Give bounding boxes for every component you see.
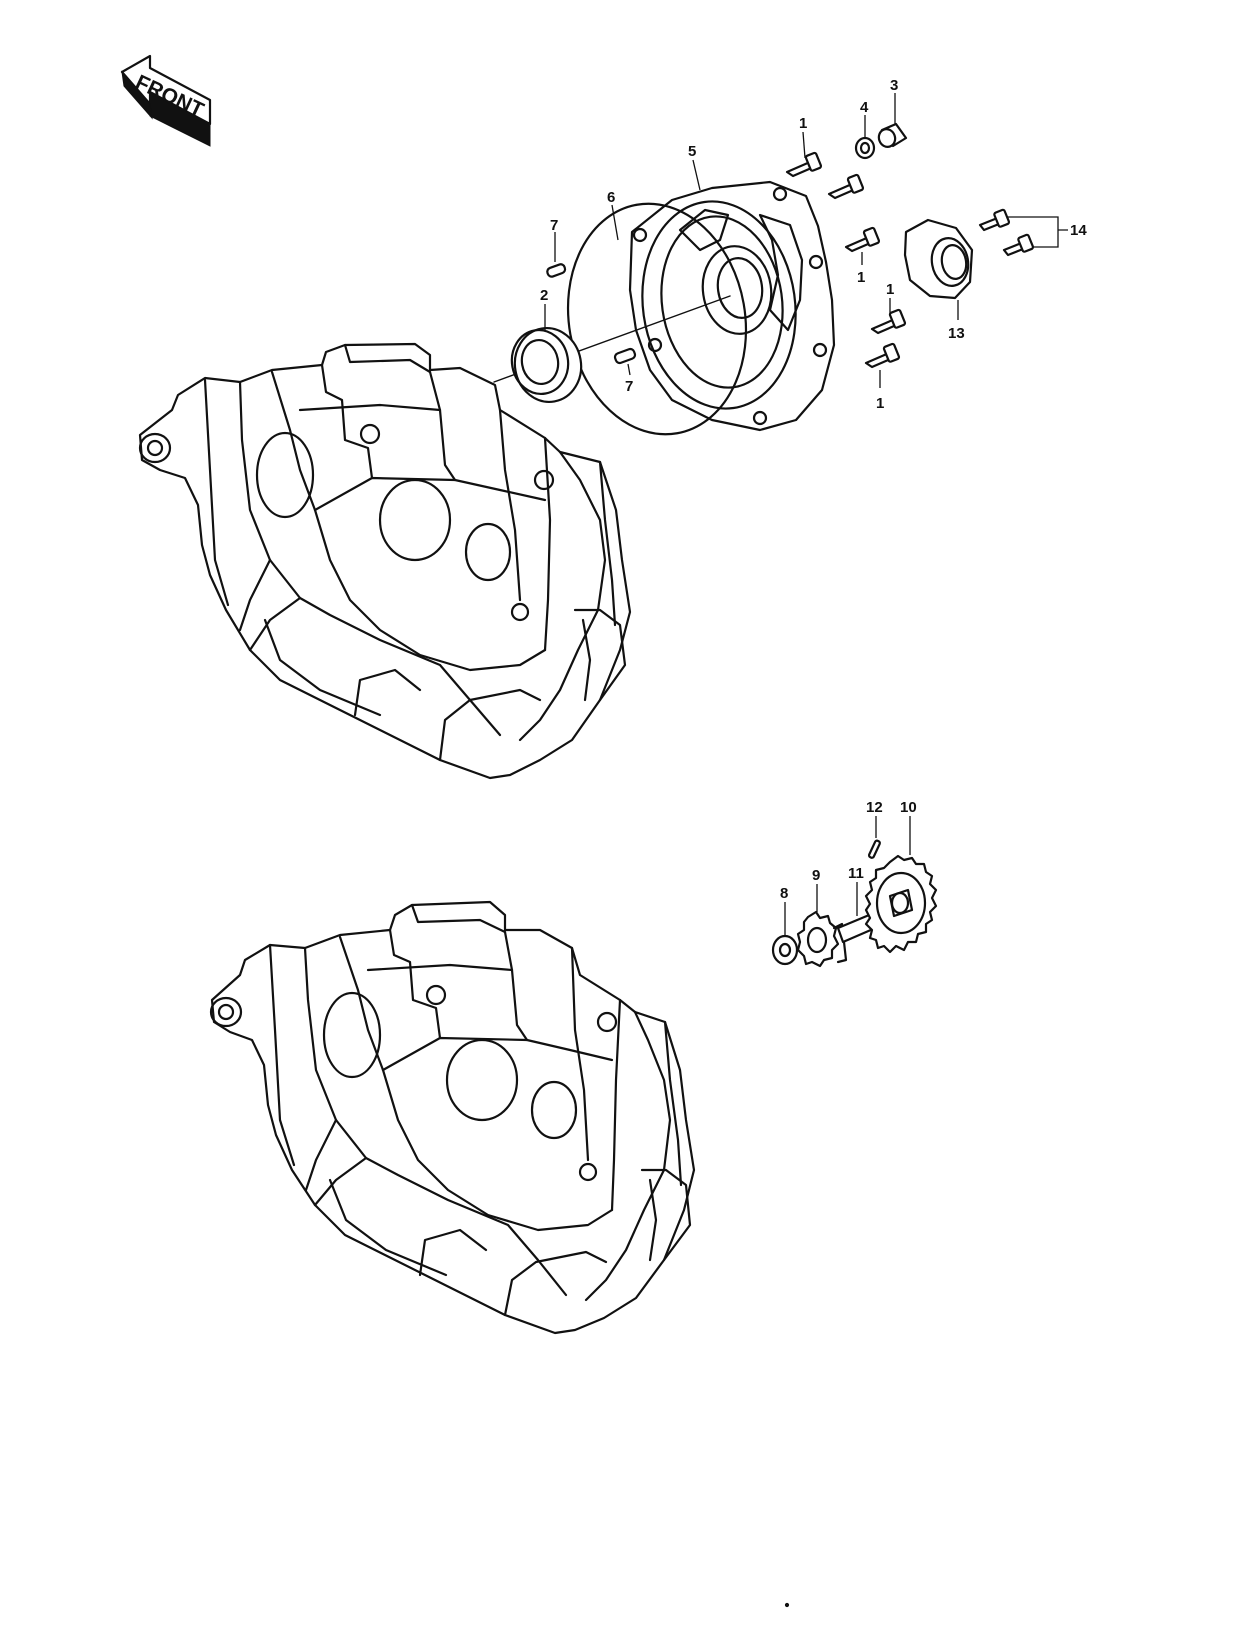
part-3-collar [877,93,908,148]
page-mark [784,1602,790,1608]
crankcase-lower [209,900,696,1335]
callout-14: 14 [1070,222,1087,239]
callout-10: 10 [900,799,917,816]
callout-6: 6 [607,189,615,206]
callout-1: 1 [886,281,894,298]
part-7-dowel-pin-upper [546,232,567,278]
part-5-cover [628,159,836,432]
callout-5: 5 [688,143,696,160]
part-14-screw-b [1002,233,1035,257]
callout-12: 12 [866,799,883,816]
part-6-o-ring [566,202,748,436]
callout-3: 3 [890,77,898,94]
part-12-pin [867,816,881,859]
callout-4: 4 [860,99,869,116]
part-1-bolt-top-b [827,173,865,200]
part-14-leader [1008,216,1068,248]
crankcase-upper [138,342,632,780]
callout-13: 13 [948,325,965,342]
part-2-oil-seal [510,304,583,403]
callout-1: 1 [799,115,807,132]
part-14-screw-a [978,208,1011,232]
part-9-drive-gear [796,884,848,968]
callout-1: 1 [857,269,865,286]
part-8-washer [771,902,799,966]
callout-1: 1 [876,395,884,412]
part-1-bolt-lower-b [864,342,901,388]
callout-7: 7 [625,378,633,395]
front-direction-arrow: FRONT [120,54,212,147]
callout-8: 8 [780,885,788,902]
part-7-dowel-pin-lower [613,347,637,376]
part-4-washer [854,115,876,160]
part-1-bolt-mid [844,226,881,265]
callout-11: 11 [848,865,864,882]
callout-9: 9 [812,867,820,884]
part-10-driven-gear [864,816,938,954]
part-1-bolt-top-a [785,131,823,178]
part-13-seal-holder [903,218,974,320]
part-1-bolt-lower-a [870,298,907,335]
callout-2: 2 [540,287,548,304]
callout-7: 7 [550,217,558,234]
